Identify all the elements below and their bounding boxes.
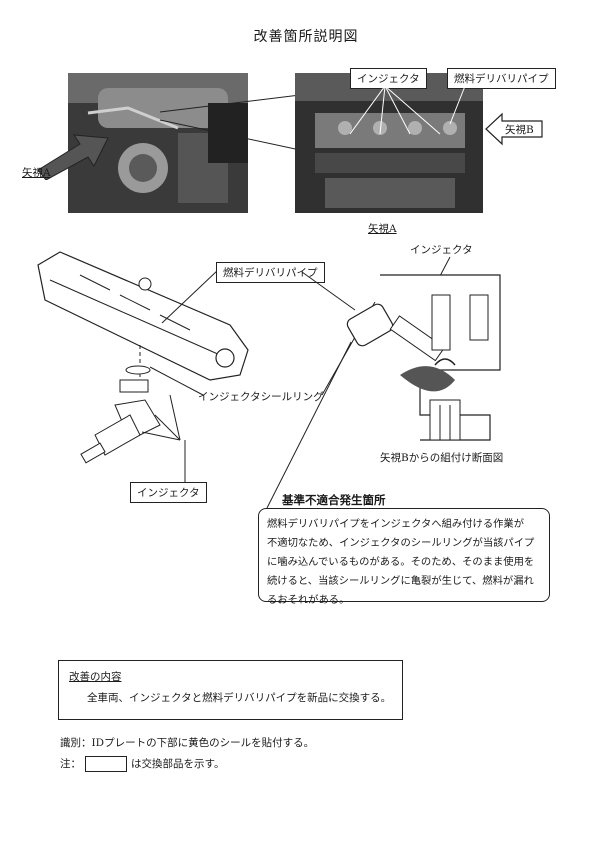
replacement-legend-box [85,756,127,772]
photo-connector-lines [150,90,310,160]
improvement-box: 改善の内容 全車両、インジェクタと燃料デリバリパイプを新品に交換する。 [58,660,403,720]
callout-line-4: 続けると、当該シールリングに亀裂が生じて、燃料が漏れ [267,572,543,591]
note-suffix: は交換部品を示す。 [131,758,224,770]
caption-view-a-right: 矢視A [368,221,397,236]
injector-pointer-lines [340,84,480,144]
callout-line-1: 燃料デリバリパイプをインジェクタへ組み付ける作業が [267,515,543,534]
caption-section-view: 矢視Bからの組付け断面図 [380,450,503,465]
improvement-body: 全車両、インジェクタと燃料デリバリパイプを新品に交換する。 [69,690,392,705]
note-prefix: 注： [60,758,81,770]
label-view-b: 矢視B [505,122,534,137]
label-view-a-left: 矢視A [22,165,51,180]
label-injector-diagram: インジェクタ [130,482,207,503]
seal-ring-leader-line [148,365,208,400]
callout-line-5: るおそれがある。 [267,591,543,610]
improvement-heading: 改善の内容 [69,669,392,684]
section-view-diagram [340,255,510,445]
callout-title: 基準不適合発生箇所 [280,492,388,509]
injector-box-leader-line [180,440,190,485]
callout-line-2: 不適切なため、インジェクタのシールリングが当該パイプ [267,534,543,553]
page-title: 改善箇所説明図 [0,26,612,46]
nonconformity-callout: 燃料デリバリパイプをインジェクタへ組み付ける作業が 不適切なため、インジェクタの… [258,508,550,602]
note-line: 注： は交換部品を示す。 [60,756,224,772]
callout-leader-line [265,340,355,510]
identification-text: 識別：IDプレートの下部に黄色のシールを貼付する。 [60,735,314,750]
fuel-pipe-leader-line [160,268,220,328]
callout-line-3: に噛み込んでいるものがある。そのため、そのまま使用を [267,553,543,572]
